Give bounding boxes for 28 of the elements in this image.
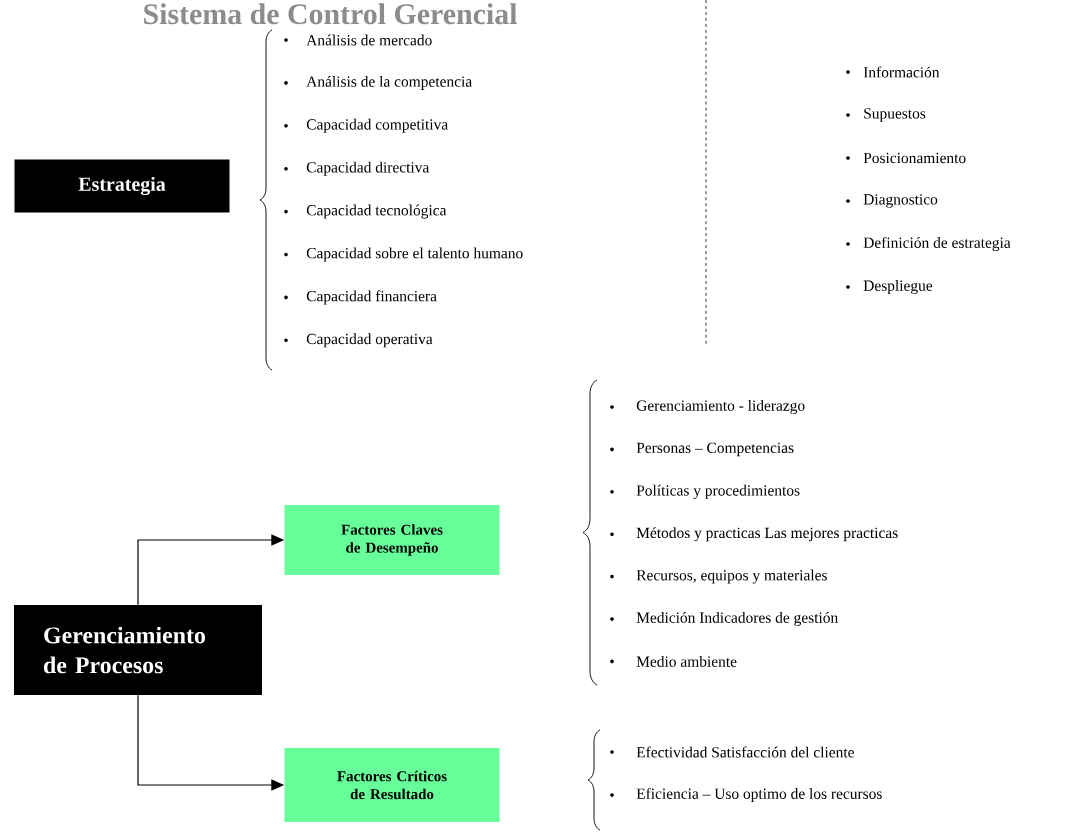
list-item: Políticas y procedimientos <box>636 484 800 499</box>
list-item: Medición Indicadores de gestión <box>636 611 838 627</box>
list-item: Capacidad tecnológica <box>306 204 447 219</box>
list-item: Posicionamiento <box>863 152 966 164</box>
list-item: Diagnostico <box>863 194 938 208</box>
list-item: Capacidad sobre el talento humano <box>306 247 523 262</box>
list-item: Análisis de mercado <box>306 34 432 46</box>
list-item: Eficiencia – Uso optimo de los recursos <box>636 787 882 803</box>
list-item: Efectividad Satisfacción del cliente <box>636 746 854 758</box>
list-item: Métodos y practicas Las mejores practicas <box>636 527 898 542</box>
list-item: Despliegue <box>863 279 933 294</box>
title: Sistema de Control Gerencial <box>144 3 517 25</box>
list-item: Análisis de la competencia <box>306 75 472 90</box>
list-item: Capacidad operativa <box>306 333 433 348</box>
heading-box: Estrategia <box>14 159 230 213</box>
list-item: Medio ambiente <box>636 655 737 667</box>
list-item: Información <box>863 66 940 78</box>
list-item: Gerenciamiento - liderazgo <box>636 399 805 414</box>
list-item: Capacidad competitiva <box>306 118 448 133</box>
factor-box: Factores Claves de Desempeño <box>284 505 500 575</box>
list-item: Personas – Competencias <box>636 442 794 457</box>
list-item: Capacidad directiva <box>306 161 430 176</box>
factor-box: Factores Críticos de Resultado <box>284 748 500 822</box>
heading-box: Gerenciamiento de Procesos <box>14 605 262 695</box>
list-item: Capacidad financiera <box>306 290 437 305</box>
list-item: Definición de estrategia <box>863 236 1011 252</box>
list-item: Recursos, equipos y materiales <box>636 569 827 584</box>
list-item: Supuestos <box>864 108 926 122</box>
